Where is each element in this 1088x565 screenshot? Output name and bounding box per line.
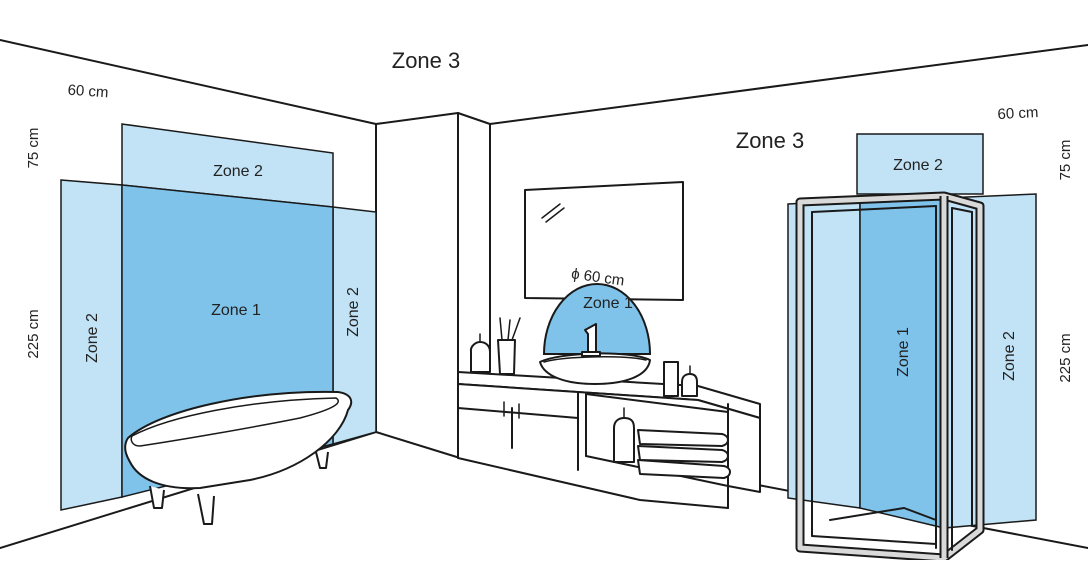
bath-zone1-label: Zone 1 — [211, 302, 261, 319]
shower-lower-height-dimension: 225 cm — [1057, 333, 1074, 382]
shower-upper-height-dimension: 75 cm — [1057, 140, 1074, 181]
zone3-right-label: Zone 3 — [736, 128, 805, 153]
shower-zone2-right — [944, 194, 1036, 528]
shower-zone2-right-label: Zone 2 — [1001, 331, 1018, 381]
bath-lower-height-dimension: 225 cm — [25, 309, 42, 358]
shower-zone2-top-label: Zone 2 — [893, 157, 943, 174]
bath-zone2-left-label: Zone 2 — [84, 313, 101, 363]
bath-zone2-top-label: Zone 2 — [213, 163, 263, 180]
bath-upper-height-dimension: 75 cm — [25, 128, 42, 169]
bath-width-dimension: 60 cm — [67, 82, 109, 102]
shower-zone1-label: Zone 1 — [895, 327, 912, 377]
shower-width-dimension: 60 cm — [997, 104, 1039, 123]
sink-zone1-label: Zone 1 — [583, 295, 633, 312]
zone3-top-label: Zone 3 — [392, 48, 461, 73]
bath-zone2-right-label: Zone 2 — [345, 287, 362, 337]
